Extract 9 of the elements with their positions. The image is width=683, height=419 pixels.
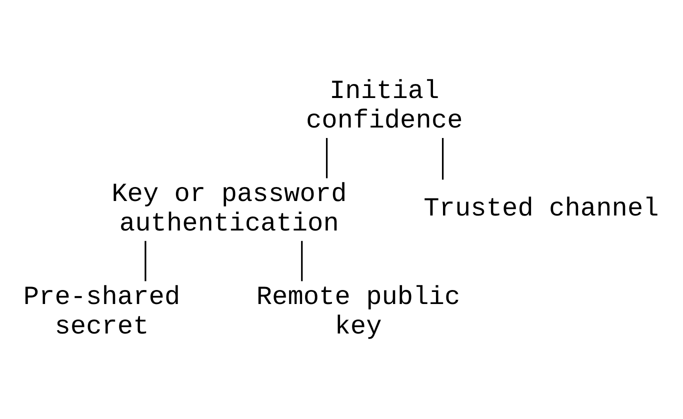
connector [301, 240, 303, 282]
node-text: Initial confidence [306, 76, 463, 136]
node-text: Remote public key [256, 282, 460, 342]
connector [326, 138, 328, 178]
node-text: Trusted channel [424, 194, 659, 224]
node-text: Key or password authentication [112, 179, 347, 238]
connector [144, 240, 146, 282]
node-text: Pre-shared secret [23, 282, 180, 342]
connector [442, 138, 444, 180]
